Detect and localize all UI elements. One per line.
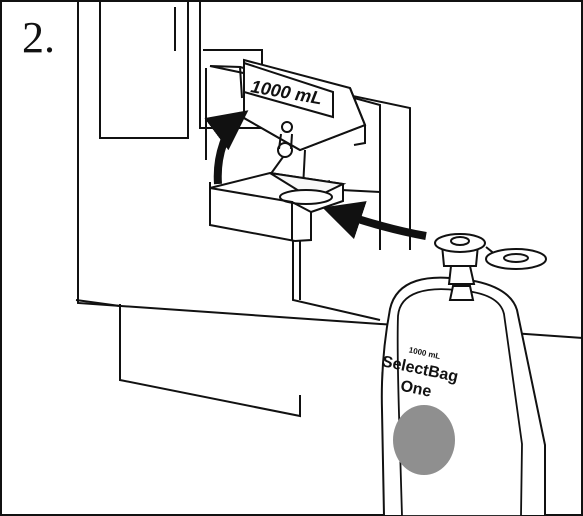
bag-gray-dot xyxy=(393,405,455,475)
step-number: 2. xyxy=(22,16,55,60)
